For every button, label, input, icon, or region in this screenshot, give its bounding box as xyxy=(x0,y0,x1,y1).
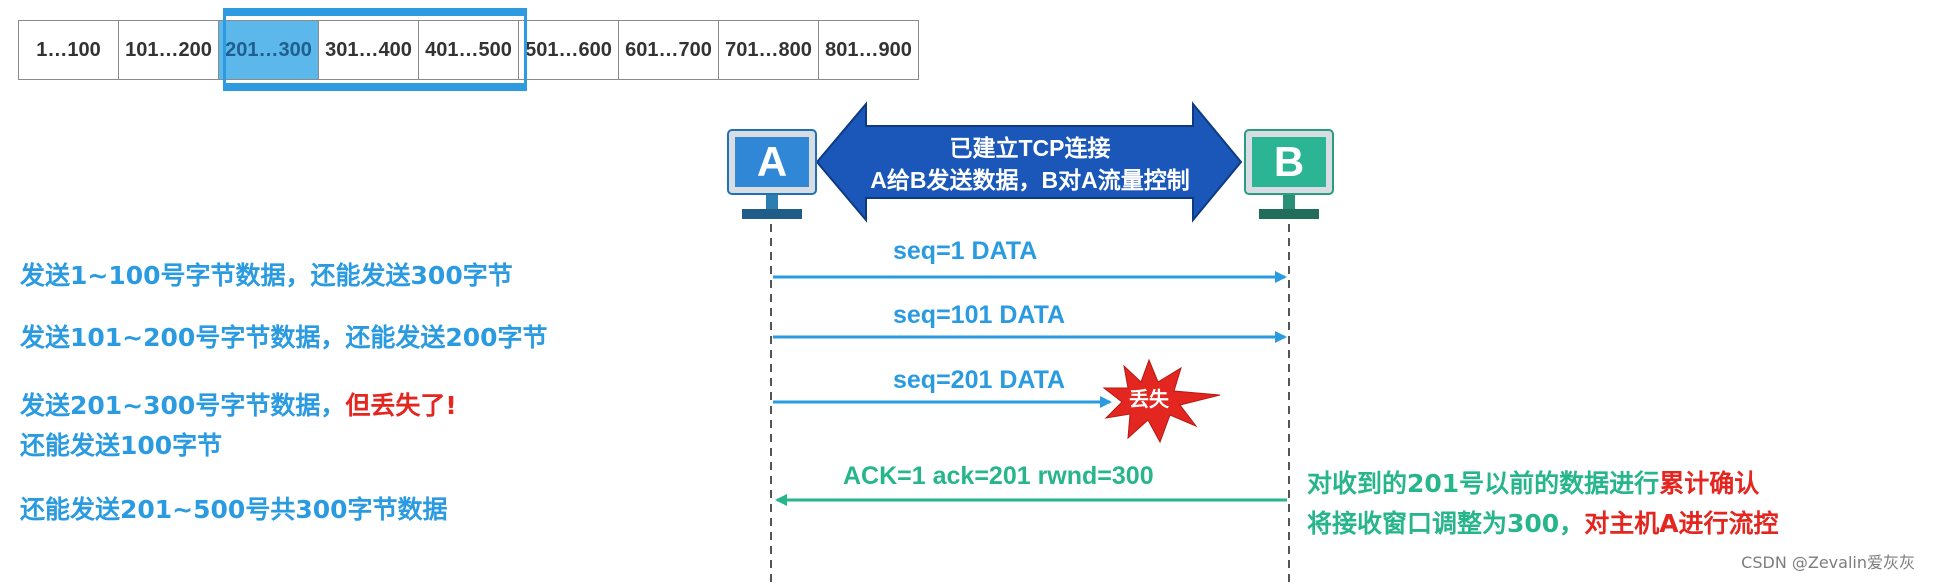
monitor-stand xyxy=(1283,195,1295,209)
banner-text: 已建立TCP连接 A给B发送数据，B对A流量控制 xyxy=(830,132,1230,196)
ack-note-line2: 将接收窗口调整为300，对主机A进行流控 xyxy=(1307,504,1779,540)
buffer-cell-highlighted: 201…300 xyxy=(218,20,319,80)
buffer-cell: 301…400 xyxy=(318,20,419,80)
monitor-base xyxy=(1259,209,1319,219)
watermark: CSDN @Zevalin爱灰灰 xyxy=(1741,553,1915,572)
host-a: A xyxy=(727,129,817,226)
segment-label-3: seq=201 DATA xyxy=(893,366,1066,394)
buffer-cell: 701…800 xyxy=(718,20,819,80)
step-3-text: 发送201~300号字节数据， xyxy=(20,391,346,420)
buffer-cell: 101…200 xyxy=(118,20,219,80)
buffer-cell: 601…700 xyxy=(618,20,719,80)
ack-note-line2-red: 对主机A进行流控 xyxy=(1584,509,1779,538)
step-3-exclaim: ! xyxy=(445,391,457,420)
banner-line2: A给B发送数据，B对A流量控制 xyxy=(870,167,1190,193)
banner-line1: 已建立TCP连接 xyxy=(949,135,1111,161)
ack-note-line2-text: 将接收窗口调整为300， xyxy=(1307,509,1585,538)
step-1-description: 发送1~100号字节数据，还能发送300字节 xyxy=(20,261,513,290)
connection-banner xyxy=(815,101,1243,223)
host-b: B xyxy=(1244,129,1334,226)
byte-buffer: 1…100 101…200 201…300 301…400 401…500 50… xyxy=(18,20,919,80)
ack-note-line1-red: 累计确认 xyxy=(1659,469,1760,498)
monitor-icon: B xyxy=(1244,129,1334,195)
ack-note-line1-text: 对收到的201号以前的数据进行 xyxy=(1307,469,1660,498)
buffer-cell: 1…100 xyxy=(18,20,119,80)
segment-label-2: seq=101 DATA xyxy=(893,301,1066,329)
step-4-description: 还能发送201~500号共300字节数据 xyxy=(20,495,448,524)
buffer-cell: 801…900 xyxy=(818,20,919,80)
monitor-base xyxy=(742,209,802,219)
lost-burst xyxy=(1102,358,1221,444)
lost-label: 丢失 xyxy=(1129,387,1169,411)
buffer-cell: 501…600 xyxy=(518,20,619,80)
step-2-description: 发送101~200号字节数据，还能发送200字节 xyxy=(20,323,548,352)
step-3-description: 发送201~300号字节数据，但丢失了! xyxy=(20,386,457,422)
step-3-lost-text: 但丢失了 xyxy=(345,391,446,420)
buffer-cell: 401…500 xyxy=(418,20,519,80)
ack-note-line1: 对收到的201号以前的数据进行累计确认 xyxy=(1307,464,1759,500)
ack-label: ACK=1 ack=201 rwnd=300 xyxy=(843,462,1154,490)
monitor-stand xyxy=(766,195,778,209)
step-3-description-line2: 还能发送100字节 xyxy=(20,431,223,460)
segment-label-1: seq=1 DATA xyxy=(893,237,1038,265)
monitor-icon: A xyxy=(727,129,817,195)
